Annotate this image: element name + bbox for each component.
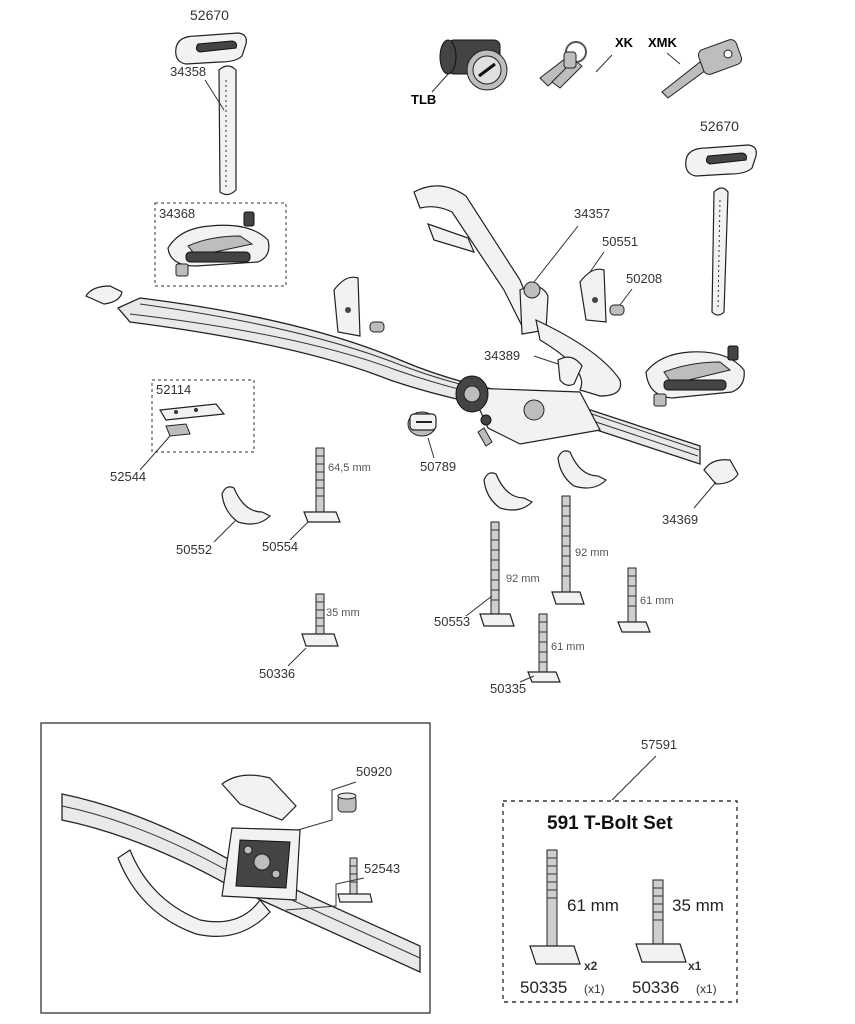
group-box-34368 [154, 202, 287, 287]
label-57591: 57591 [641, 737, 677, 752]
set-measure-61mm: 61 mm [567, 896, 619, 915]
bracket-center [483, 472, 534, 511]
measure-35mm: 35 mm [326, 607, 360, 619]
group-box-52114 [151, 379, 255, 453]
label-xk: XK [615, 35, 634, 50]
wheel-tray-mount [455, 375, 601, 447]
bracket-right [557, 450, 608, 489]
tbolt-50553 [479, 521, 515, 627]
detail-bushing-50920 [337, 792, 357, 813]
set-tbolt-61mm [529, 849, 581, 965]
label-50551: 50551 [602, 234, 638, 249]
label-50554: 50554 [262, 539, 298, 554]
set-qty-x2: x2 [584, 959, 598, 973]
tbolt-50336 [301, 593, 339, 647]
strap-right [711, 187, 729, 316]
label-tlb: TLB [411, 92, 436, 107]
detail-tbolt-52543 [337, 857, 373, 903]
label-50789: 50789 [420, 459, 456, 474]
label-50336: 50336 [259, 666, 295, 681]
wheel-holder-34368 [167, 211, 270, 277]
keys-xk [539, 41, 587, 89]
label-50920: 50920 [356, 764, 392, 779]
measure-61mm-b: 61 mm [551, 641, 585, 653]
measure-64-5mm: 64,5 mm [328, 462, 371, 474]
detail-box [40, 722, 431, 1014]
tbolt-50335 [527, 613, 561, 683]
label-50553: 50553 [434, 614, 470, 629]
set-qty-x1: x1 [688, 959, 702, 973]
tbolt-set-title: 591 T-Bolt Set [547, 813, 673, 834]
strap-34358 [218, 65, 237, 196]
label-50552: 50552 [176, 542, 212, 557]
label-52670-left: 52670 [190, 7, 229, 23]
measure-92mm-a: 92 mm [506, 573, 540, 585]
set-measure-35mm: 35 mm [672, 896, 724, 915]
end-cap-52670-left [175, 32, 247, 65]
label-52670-right: 52670 [700, 118, 739, 134]
lock-cylinder-tlb [439, 39, 508, 91]
label-52543: 52543 [364, 861, 400, 876]
rail-end-cap-left [85, 285, 123, 305]
label-50335: 50335 [490, 681, 526, 696]
set-part-50335-qty: (x1) [584, 982, 605, 996]
detail-mount-plate [221, 774, 301, 901]
label-xmk: XMK [648, 35, 678, 50]
end-cap-34369 [703, 459, 739, 485]
bracket-50552 [221, 486, 272, 525]
label-34357: 34357 [574, 206, 610, 221]
clip-34389 [557, 356, 583, 386]
label-34358: 34358 [170, 64, 206, 79]
end-cap-52670-right [685, 144, 757, 177]
wheel-holder-right [645, 345, 745, 407]
tbolt-92mm-right [551, 495, 585, 605]
label-50208: 50208 [626, 271, 662, 286]
key-xmk [661, 39, 743, 99]
bushing-50208 [609, 304, 625, 316]
adapter-plate-52114 [159, 403, 226, 437]
set-tbolt-35mm [635, 879, 687, 963]
tbolt-61mm-right [617, 567, 651, 633]
set-part-50336: 50336 [632, 978, 679, 997]
label-34389: 34389 [484, 348, 520, 363]
tbolt-set-box [502, 800, 738, 1003]
clamp-left [333, 276, 385, 337]
label-34368: 34368 [159, 206, 195, 221]
measure-92mm-b: 92 mm [575, 547, 609, 559]
measure-61mm-a: 61 mm [640, 595, 674, 607]
label-52544: 52544 [110, 469, 146, 484]
set-part-50336-qty: (x1) [696, 982, 717, 996]
label-52114: 52114 [156, 382, 191, 397]
set-part-50335: 50335 [520, 978, 567, 997]
clamp-50551 [579, 268, 607, 323]
label-34369: 34369 [662, 512, 698, 527]
frame-holder-arm-34357 [413, 185, 622, 397]
tbolt-50554 [303, 447, 341, 523]
lock-cap-50789 [407, 411, 437, 437]
